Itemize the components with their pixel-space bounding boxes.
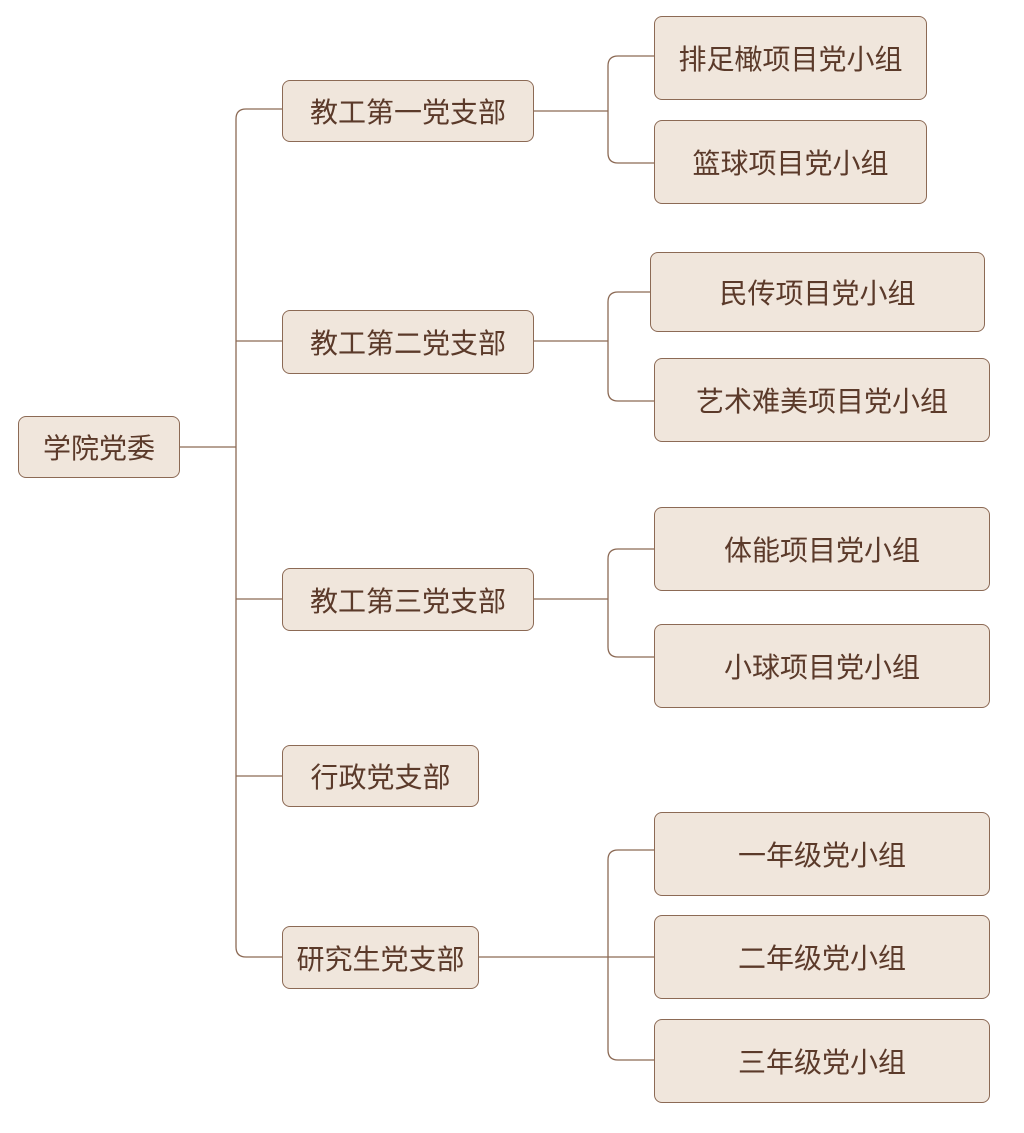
group-node-2-2[interactable]: 艺术难美项目党小组 <box>654 358 990 442</box>
group-node-1-2[interactable]: 篮球项目党小组 <box>654 120 927 204</box>
branch-node-4[interactable]: 行政党支部 <box>282 745 479 807</box>
branch-node-3[interactable]: 教工第三党支部 <box>282 568 534 631</box>
connector-branch-1-bracket <box>607 55 654 164</box>
branch-node-5[interactable]: 研究生党支部 <box>282 926 479 989</box>
connector-branch-2-bracket <box>607 291 654 402</box>
root-node[interactable]: 学院党委 <box>18 416 180 478</box>
group-node-2-1[interactable]: 民传项目党小组 <box>650 252 985 332</box>
connector-branch-3-bracket <box>607 548 654 658</box>
branch-node-2[interactable]: 教工第二党支部 <box>282 310 534 374</box>
group-node-5-3[interactable]: 三年级党小组 <box>654 1019 990 1103</box>
group-node-5-1[interactable]: 一年级党小组 <box>654 812 990 896</box>
group-node-1-1[interactable]: 排足橄项目党小组 <box>654 16 927 100</box>
connector-trunk <box>235 108 282 958</box>
branch-node-1[interactable]: 教工第一党支部 <box>282 80 534 142</box>
group-node-5-2[interactable]: 二年级党小组 <box>654 915 990 999</box>
connector-branch-5-bracket <box>607 849 654 1061</box>
group-node-3-2[interactable]: 小球项目党小组 <box>654 624 990 708</box>
group-node-3-1[interactable]: 体能项目党小组 <box>654 507 990 591</box>
